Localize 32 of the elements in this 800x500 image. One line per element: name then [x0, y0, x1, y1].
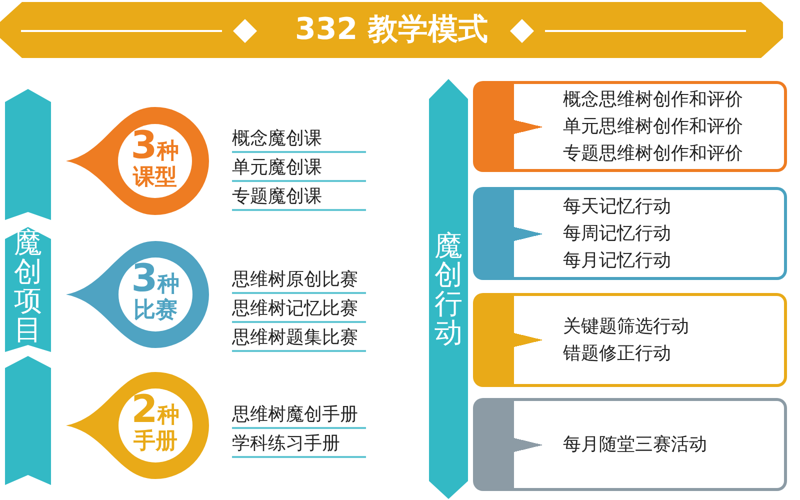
item-text: 每周记忆行动 — [563, 222, 671, 244]
item-text: 单元思维树创作和评价 — [563, 116, 743, 138]
item-text: 错题修正行动 — [563, 342, 671, 364]
item-text: 每天记忆行动 — [563, 196, 671, 218]
list-item-text: 专题魔创课 — [232, 186, 322, 208]
pin-label: 2种手册 — [130, 396, 181, 455]
list-item-text: 思维树原创比赛 — [232, 269, 358, 291]
callout-box — [473, 81, 787, 172]
title: 332 教学模式 — [294, 13, 488, 47]
list-item-text: 单元魔创课 — [232, 157, 322, 179]
banner-label: 魔创项目 — [13, 228, 43, 344]
list-item-text: 概念魔创课 — [232, 128, 322, 150]
list-item-text: 思维树题集比赛 — [232, 327, 358, 349]
pin-marker — [66, 107, 209, 215]
pin-label: 3种课型 — [130, 132, 180, 190]
callout-box — [473, 398, 787, 491]
item-text: 概念思维树创作和评价 — [563, 88, 743, 110]
arrow-banner — [429, 79, 468, 499]
pin-marker — [66, 372, 209, 479]
callout-box — [473, 187, 787, 280]
pin-marker — [66, 241, 209, 348]
item-text: 关键题筛选行动 — [563, 316, 689, 338]
pin-label: 3种比赛 — [130, 265, 181, 324]
list-item-text: 思维树记忆比赛 — [232, 298, 358, 320]
banner-label: 魔创行动 — [434, 231, 464, 347]
list-item-text: 思维树魔创手册 — [232, 404, 358, 426]
item-text: 每月随堂三赛活动 — [563, 434, 707, 456]
item-text: 专题思维树创作和评价 — [563, 142, 743, 164]
ribbon-banner — [5, 88, 51, 486]
list-item-text: 学科练习手册 — [232, 433, 340, 455]
item-text: 每月记忆行动 — [563, 250, 671, 272]
callout-box — [473, 293, 787, 387]
